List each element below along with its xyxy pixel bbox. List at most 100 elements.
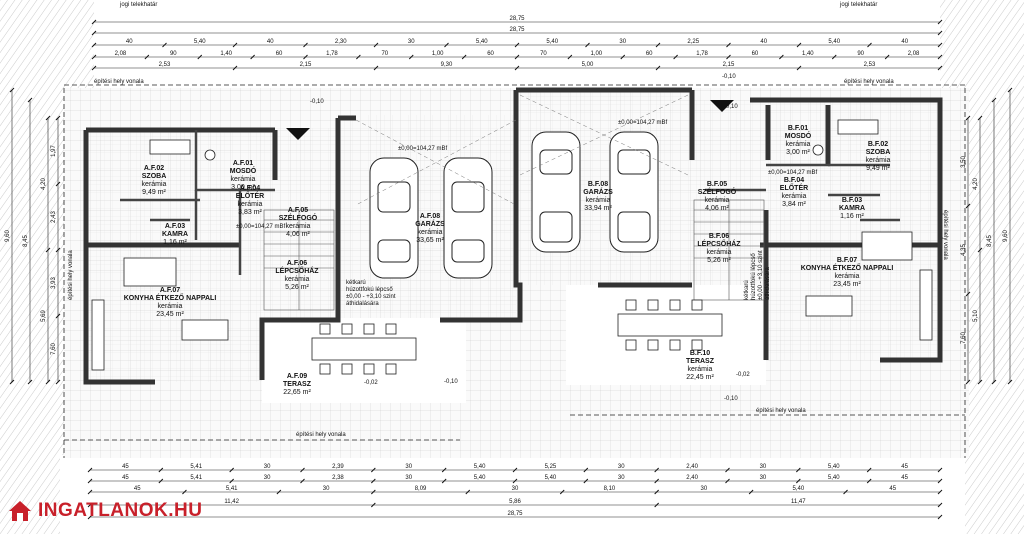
dimension-tick bbox=[866, 467, 872, 473]
room-label-line: 5,26 m² bbox=[285, 284, 309, 291]
car-icon bbox=[443, 157, 493, 279]
room-label-line: A.F.03 bbox=[165, 223, 185, 230]
room-label-line: GARÁZS bbox=[415, 219, 445, 228]
dimension-tick bbox=[303, 42, 308, 48]
dimension-label: 8,45 bbox=[23, 235, 29, 247]
room-label-line: 23,45 m² bbox=[833, 281, 861, 288]
dimension-tick bbox=[725, 478, 730, 484]
dimension-tick bbox=[300, 467, 305, 473]
room-label-line: SZOBA bbox=[142, 173, 167, 180]
dimension-label: 5,69 bbox=[41, 310, 47, 322]
room-label-line: KONYHA ÉTKEZŐ NAPPALI bbox=[801, 263, 894, 272]
stair-note-line: húzottfokú lépcső bbox=[346, 287, 393, 293]
room-label-line: GARÁZS bbox=[583, 187, 613, 196]
room-label-line: SZÉLFOGÓ bbox=[698, 187, 737, 196]
room-label-line: B.F.07 bbox=[837, 257, 857, 264]
dimension-label: 5,00 bbox=[582, 62, 594, 68]
dimension-tick bbox=[55, 313, 61, 319]
dimension-tick bbox=[965, 115, 971, 121]
room-label-line: kerámia bbox=[158, 303, 183, 310]
dimension-label: 60 bbox=[646, 51, 653, 57]
dimension-label: 7,60 bbox=[51, 343, 57, 355]
dimension-tick bbox=[937, 467, 943, 473]
dimension-label: 70 bbox=[381, 51, 388, 57]
dimension-tick bbox=[937, 54, 943, 60]
room-label-line: kerámia bbox=[286, 223, 311, 230]
room-label-line: 9,49 m² bbox=[142, 189, 166, 196]
dimension-tick bbox=[370, 467, 376, 473]
stair-note-line: áthidalására bbox=[346, 301, 379, 307]
room-label-line: 4,06 m² bbox=[286, 231, 310, 238]
dimension-label: 1,97 bbox=[51, 145, 57, 157]
dimension-tick bbox=[977, 115, 983, 121]
dimension-label: 4,20 bbox=[973, 178, 979, 190]
dimension-label: 1,78 bbox=[696, 51, 708, 57]
dimension-tick bbox=[585, 42, 590, 48]
room-label-line: MOSDÓ bbox=[230, 166, 257, 175]
room-label-line: kerámia bbox=[231, 176, 256, 183]
dimension-tick bbox=[884, 54, 890, 60]
dimension-tick bbox=[45, 247, 51, 253]
dimension-label: 5,41 bbox=[226, 486, 238, 492]
left-dim-chain-1: 9,60 bbox=[5, 87, 15, 385]
dimension-tick bbox=[55, 379, 61, 385]
stair-note-line: ±0,00 - +3,10 szint bbox=[346, 294, 396, 300]
watermark-text: INGATLANOK.HU bbox=[38, 500, 203, 521]
dimension-tick bbox=[408, 54, 414, 60]
dimension-label: 5,40 bbox=[828, 464, 840, 470]
legal-boundary-label-right: jogi telekhatár bbox=[839, 2, 877, 8]
dimension-label: 40 bbox=[267, 39, 274, 45]
level-mark: -0,10 bbox=[444, 379, 458, 385]
dimension-tick bbox=[91, 30, 97, 36]
room-label-line: SZOBA bbox=[866, 149, 891, 156]
dimension-tick bbox=[795, 478, 801, 484]
dimension-label: 11,42 bbox=[224, 499, 239, 505]
dimension-tick bbox=[654, 478, 660, 484]
arrow-icons bbox=[286, 100, 734, 140]
left-dim-chain-2: 8,45 bbox=[23, 97, 33, 385]
room-label-line: B.F.04 bbox=[784, 177, 804, 184]
entry-arrow-icon bbox=[286, 128, 310, 140]
dimension-tick bbox=[977, 379, 983, 385]
dimension-tick bbox=[867, 42, 872, 48]
room-label-line: KAMRA bbox=[839, 205, 865, 212]
dimension-label: 5,40 bbox=[545, 475, 557, 481]
car-icon bbox=[531, 131, 581, 253]
room-label-line: kerámia bbox=[586, 197, 611, 204]
dimension-label: 60 bbox=[276, 51, 283, 57]
legal-boundary-label-left: jogi telekhatár bbox=[119, 2, 157, 8]
dimension-label: 30 bbox=[760, 475, 767, 481]
dimension-label: 30 bbox=[618, 475, 625, 481]
dimension-label: 5,25 bbox=[545, 464, 557, 470]
dimension-tick bbox=[655, 65, 661, 71]
dimension-label: 5,40 bbox=[828, 475, 840, 481]
toilet-a bbox=[204, 149, 216, 161]
dimension-tick bbox=[514, 42, 520, 48]
dimension-label: 5,40 bbox=[792, 486, 804, 492]
dimension-label: 2,25 bbox=[687, 39, 699, 45]
dimension-tick bbox=[229, 467, 235, 473]
room-label-line: 33,94 m² bbox=[584, 205, 612, 212]
stair-note-b: kétkarú húzottfokú lépcső ±0,00 - +3,10 … bbox=[744, 250, 771, 300]
room-label-line: 9,49 m² bbox=[866, 165, 890, 172]
dimension-label: 8,10 bbox=[604, 486, 616, 492]
dimension-label: 2,30 bbox=[335, 39, 347, 45]
stair-note-line: húzottfokú lépcső bbox=[751, 253, 757, 300]
building-line-label-side: építési hely vonala bbox=[942, 210, 948, 260]
right-dim-chain-1: 9,60 bbox=[1003, 87, 1013, 385]
dimension-tick bbox=[232, 65, 238, 71]
dimension-label: 11,47 bbox=[791, 499, 806, 505]
dimension-tick bbox=[654, 502, 660, 508]
room-label-line: B.F.08 bbox=[588, 181, 608, 188]
level-mark: ±0,00=104,27 mBf bbox=[398, 146, 447, 152]
dimension-tick bbox=[182, 489, 187, 495]
dimension-label: 5,41 bbox=[190, 464, 202, 470]
